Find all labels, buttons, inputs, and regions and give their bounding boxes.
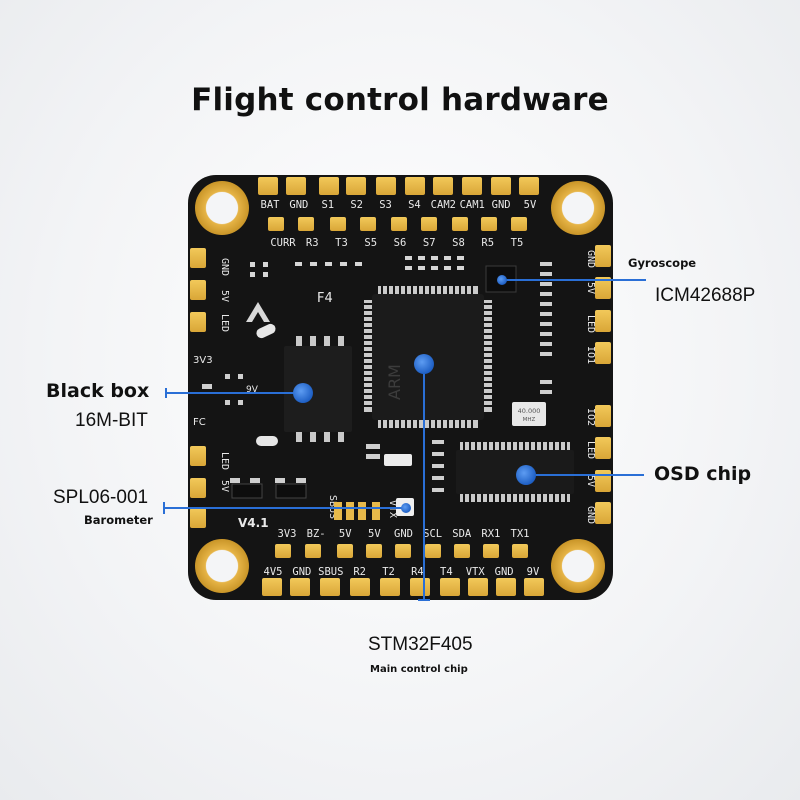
left-pads: [190, 248, 206, 528]
flash-chip: [284, 336, 352, 442]
f4-label: F4: [317, 291, 333, 306]
r1-label: GND: [585, 250, 596, 268]
r3-label: LED: [585, 315, 596, 333]
blackbox-title: Black box: [46, 380, 150, 402]
crystal: [512, 402, 546, 426]
blackbox-marker-icon: [293, 383, 313, 403]
t9v-label: 9V: [246, 385, 259, 395]
mounting-holes: [195, 181, 605, 593]
r2-label: 5V: [585, 282, 596, 294]
l2-label: 5V: [219, 290, 230, 302]
osd-title: OSD chip: [654, 463, 752, 485]
l1-label: GND: [219, 258, 230, 276]
tfc-label: FC: [193, 417, 206, 428]
gyroscope-title: Gyroscope: [628, 256, 697, 270]
mcu-chip: ARM: [364, 286, 492, 428]
mcu-title: Main control chip: [370, 664, 468, 675]
osd-chip: [456, 442, 574, 502]
v41-label: V4.1: [238, 516, 269, 530]
logo-icon: [246, 302, 270, 322]
xtal-label: 40.000: [518, 407, 541, 415]
t3v3-label: 3V3: [193, 355, 213, 366]
right-pads: [595, 245, 611, 524]
l4-label: LED: [219, 452, 230, 470]
r5-label: IO2: [585, 408, 596, 426]
gyroscope-part: ICM42688P: [655, 285, 756, 306]
arm-label: ARM: [385, 364, 404, 400]
top-pads: [258, 177, 539, 231]
baro-marker-icon: [401, 503, 411, 513]
r8-label: GND: [585, 506, 596, 524]
mcu-part: STM32F405: [368, 634, 473, 655]
r6-label: LED: [585, 441, 596, 459]
gyroscope-marker-icon: [497, 275, 507, 285]
osd-marker-icon: [516, 465, 536, 485]
r7-label: 5V: [585, 475, 596, 487]
xtalu-label: MHZ: [523, 417, 536, 423]
baro-part: SPL06-001: [53, 487, 149, 508]
vtxv-label: VTX: [387, 500, 398, 518]
page-title: Flight control hardware: [191, 82, 609, 118]
l5-label: 5V: [219, 480, 230, 492]
bottom-pads: [262, 544, 544, 596]
blackbox-part: 16M-BIT: [75, 410, 148, 431]
baro-title: Barometer: [84, 513, 153, 527]
r4-label: IO1: [585, 346, 596, 364]
l3-label: LED: [219, 314, 230, 332]
mcu-marker-icon: [414, 354, 434, 374]
